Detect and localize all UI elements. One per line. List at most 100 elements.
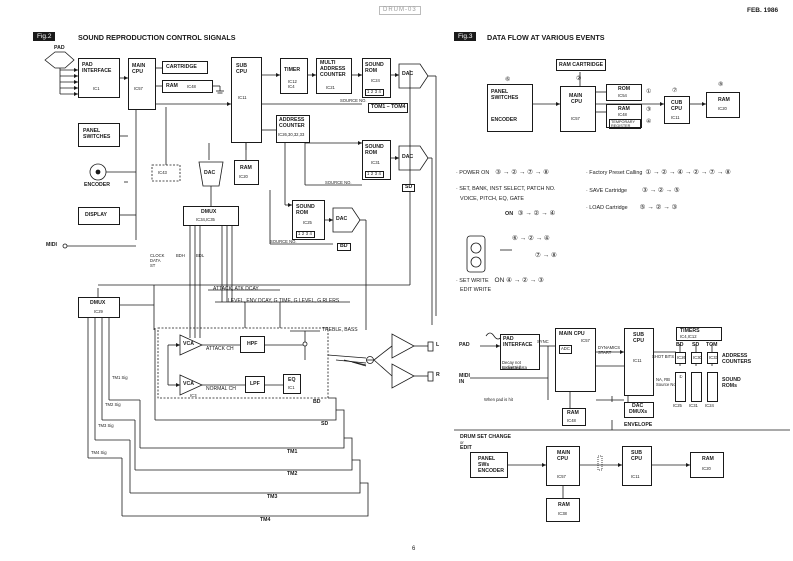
event-factory-preset: · Factory Preset Calling ① → ② → ④ → ② →… (586, 169, 731, 176)
scd-l1: SUB (631, 450, 642, 456)
timer-ic2: IC4 (288, 84, 295, 89)
timer-ic1: IC12 (288, 79, 297, 84)
pad-interface-l1: PAD (82, 62, 93, 68)
event-save: · SAVE Cartridge ③ → ② → ⑤ (586, 187, 680, 194)
main-cpu-box-flow: MAIN CPU IC57 ADC (555, 328, 596, 392)
event-voice: VOICE, PITCH, EQ, GATE (460, 196, 524, 202)
clock-l1: CLOCK (150, 253, 165, 258)
circ-7: ⑦ (672, 88, 678, 94)
multi-address-counter-box: MULTI ADDRESS COUNTER IC21 (316, 58, 352, 94)
panel-sws-encoder-box: PANEL SWs ENCODER (470, 452, 508, 478)
ch-tm2: TM2 (287, 471, 298, 477)
rom3-l1: SOUND (296, 204, 315, 210)
rom3-ic: IC25 (303, 220, 312, 225)
drum-set-l1: DRUM SET CHANGE (460, 434, 512, 440)
rf-ic: IC48 (567, 418, 576, 423)
ch-tm1: TM1 (287, 449, 298, 455)
treble-label: TREBLE, BASS (322, 327, 358, 333)
rom3-label: ROM (618, 86, 631, 92)
ch-bd: BD (313, 399, 321, 405)
rf-l1: RAM (567, 410, 579, 416)
rom2-ic: IC31 (371, 160, 380, 165)
dyn-start-2: START (598, 350, 612, 355)
clock-l3: ST (150, 263, 156, 268)
drum-set-l3: EDIT (460, 445, 472, 451)
pse-l3: ENCODER (478, 468, 504, 474)
rom-col-sd (691, 372, 702, 402)
ic31-label: IC31 (689, 403, 698, 408)
attack-label: ATTACK, ATK DCAY (213, 286, 259, 292)
ramr-ic: IC20 (718, 106, 727, 111)
dd-l2: DMUXs (629, 409, 648, 415)
bdh-label: BDH (176, 253, 185, 258)
bd-col: BD (676, 342, 684, 348)
document-code: DRUM-03 (379, 6, 421, 15)
panel-sw3-l1: PANEL (491, 89, 509, 95)
fig3-title: DATA FLOW AT VARIOUS EVENTS (487, 33, 605, 42)
scf-ic: IC11 (633, 358, 642, 363)
pad-interface-l2: INTERFACE (82, 68, 112, 74)
mcd-l1: MAIN (557, 450, 571, 456)
addr-l2: COUNTER (279, 123, 305, 129)
out-l: L (436, 342, 440, 348)
addr-counters-l2: COUNTERS (722, 359, 752, 365)
dmux-label: DMUX (201, 209, 217, 215)
ac-tom: IC33 (707, 352, 718, 364)
ic43-label: IC43 (158, 170, 167, 175)
ac-bd: IC26 (675, 352, 686, 364)
ram-box-2: RAM IC20 (234, 160, 259, 185)
mcpu3-ic: IC57 (571, 116, 580, 121)
fig2-tag: Fig.2 (33, 32, 56, 41)
sub-cpu-l1: SUB (236, 63, 247, 69)
main-cpu-l1: MAIN (132, 63, 146, 69)
timers-ic: IC4,IC12 (680, 334, 697, 339)
panel-switches-box-fig3: PANEL SWITCHES ENCODER (487, 84, 533, 132)
cub-ic: IC11 (671, 115, 680, 120)
sub-cpu-box: SUB CPU IC11 (231, 57, 262, 143)
rom-box-fig3: ROM IC54 (606, 84, 642, 101)
ch-tm3: TM3 (267, 494, 278, 500)
circ-4: ④ (646, 119, 652, 125)
eq-label: EQ (288, 377, 296, 383)
event-load: · LOAD Cartridge ⑤ → ② → ③ (586, 204, 678, 211)
event-edit-write: EDIT WRITE (460, 287, 492, 293)
rom1-cells: 1234 (365, 89, 385, 96)
eq-ic: IC1 (288, 385, 295, 390)
encoder-label: ENCODER (84, 182, 110, 188)
multi-l2: ADDRESS (320, 66, 346, 72)
rom-col-bd: ① (675, 372, 686, 402)
bdl-label: BDL (196, 253, 205, 258)
ic24-label: IC24 (705, 403, 714, 408)
mcf-l1: MAIN CPU (559, 331, 585, 337)
dac-1-label: DAC (402, 71, 414, 77)
cartridge-box: CARTRIDGE (162, 61, 208, 74)
ram-cartridge-box: RAM CARTRIDGE (556, 59, 606, 71)
pad-hit-note: When pad is hit (484, 397, 513, 402)
cub-l1: CUB (671, 100, 683, 106)
vca-label-2: VCA (183, 381, 194, 387)
source-no-1: SOURCE NO. (340, 98, 367, 103)
sub-cpu-ic: IC11 (238, 95, 247, 100)
dac-mid-label: DAC (204, 170, 216, 176)
source-no-2: SOURCE NO. (325, 180, 352, 185)
address-counter-box: ADDRESS COUNTER IC26,30,32,33 (276, 115, 310, 143)
pi3-l1: PAD INTERFACE (503, 336, 533, 348)
sound-rom-box-1: SOUND ROM IC24 1234 (362, 58, 391, 98)
multi-l3: COUNTER (320, 72, 346, 78)
hpf-box: HPF (240, 336, 265, 353)
ram-ic20-box-drumset: RAM IC20 (690, 452, 724, 478)
adc-box: ADC (559, 345, 572, 354)
timers-label: TIMERS (680, 328, 700, 334)
dac-2-label: DAC (402, 154, 414, 160)
sync-label: SYNC (537, 339, 549, 344)
attack-ch-label: ATTACK CH (206, 346, 234, 352)
main-cpu-box-drumset: MAIN CPU IC57 (546, 446, 580, 486)
hpf-label: HPF (247, 341, 258, 347)
dyn-start-1: DYNAMICS (598, 345, 621, 350)
ac-sd: IC30 (691, 352, 702, 364)
ch-sd: SD (321, 421, 329, 427)
circ-5-a: ⑥ (505, 77, 511, 83)
ram-box-fig3: RAM IC48 TEMPORARY REGISTER (606, 104, 642, 130)
midi-label: MIDI (46, 242, 57, 248)
